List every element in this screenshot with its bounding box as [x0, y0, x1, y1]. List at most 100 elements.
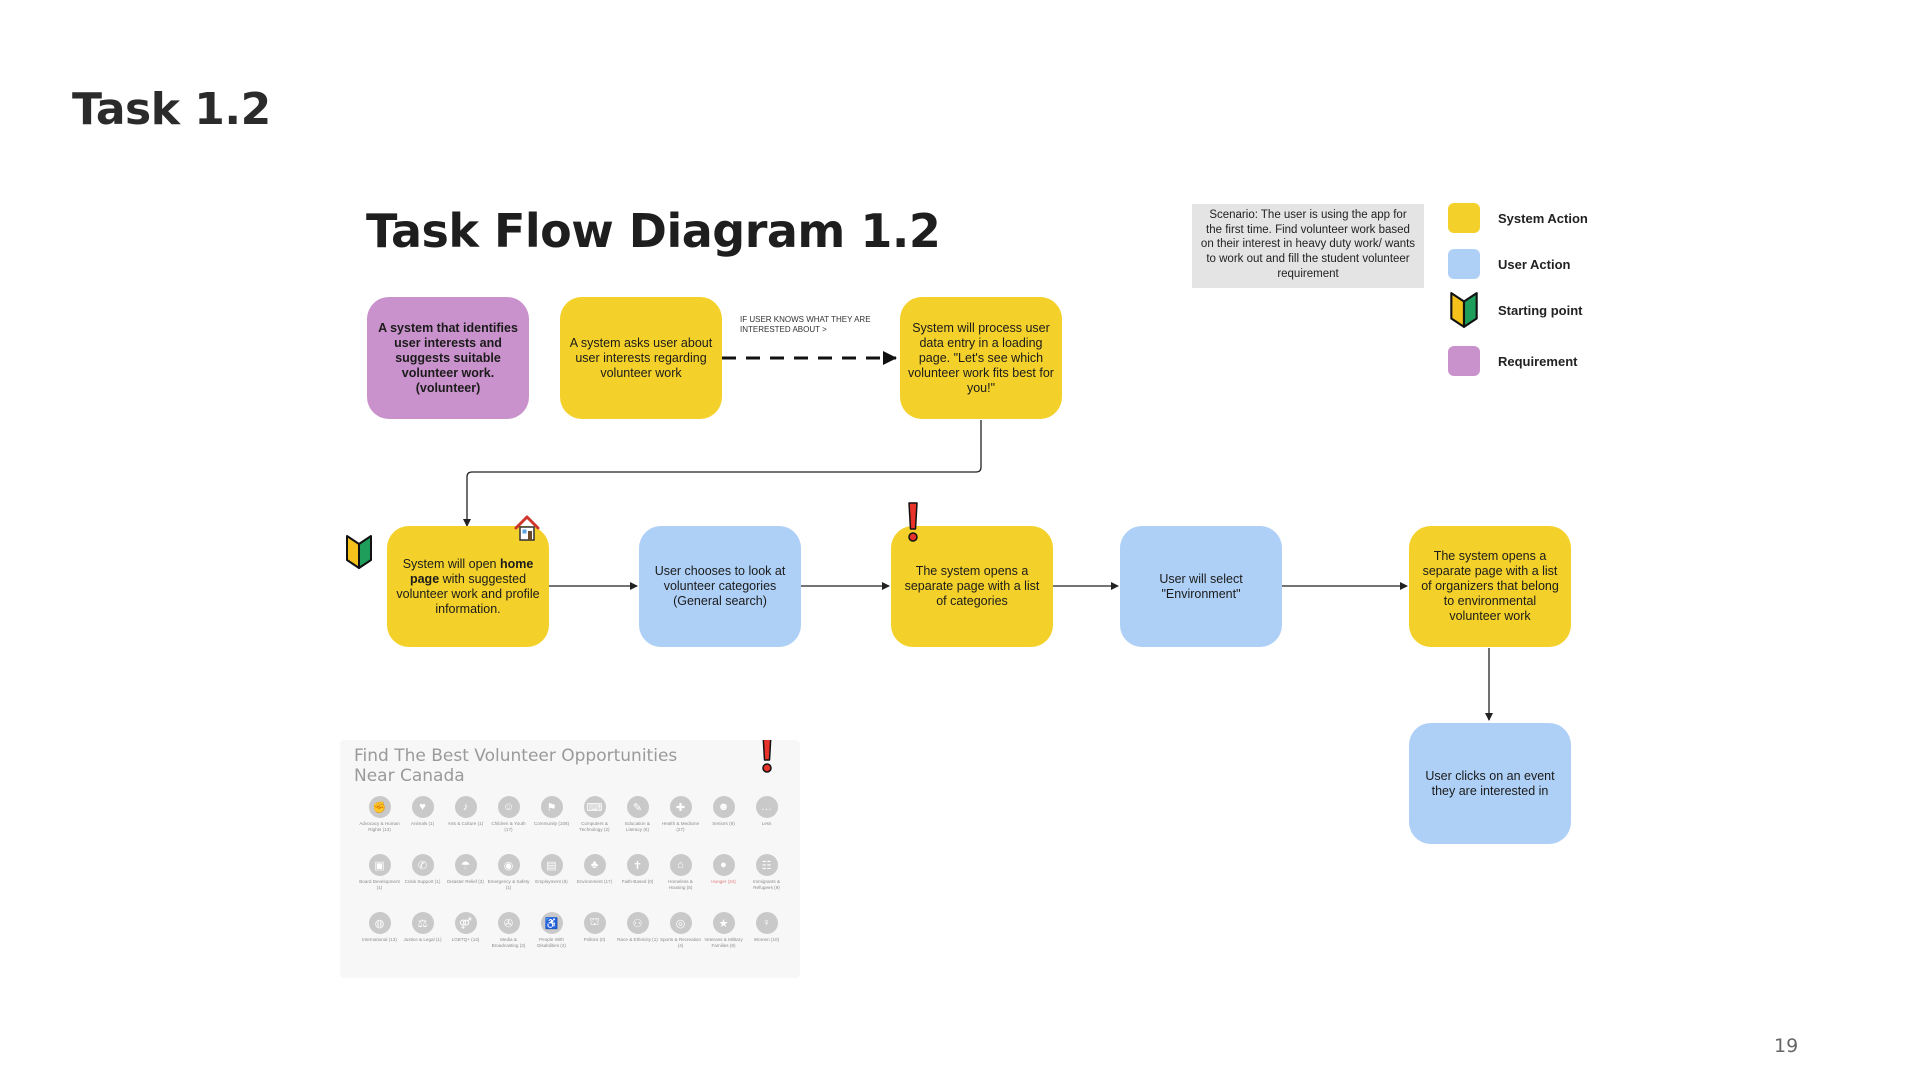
category-tile: ✆Crisis Support (1): [401, 854, 444, 912]
category-label: Media & Broadcasting (3): [491, 937, 526, 948]
category-icon: ✇: [497, 912, 520, 934]
organizers-page-node: The system opens a separate page with a …: [1409, 526, 1571, 647]
click-event-text: User clicks on an event they are interes…: [1425, 768, 1555, 798]
category-tile: ♣Environment (17): [573, 854, 616, 912]
category-tile: ☂ Disaster Relief (3): [444, 854, 487, 912]
category-icon: ♥: [411, 796, 434, 818]
category-tile: ♪Arts & Culture (1): [444, 796, 487, 854]
categories-page-node: The system opens a separate page with a …: [891, 526, 1053, 647]
category-tile: ☻ Seniors (8): [702, 796, 745, 854]
category-tile: ★ Veterans & Military Families (9): [702, 912, 745, 970]
screenshot-title: Find The Best Volunteer Opportunities Ne…: [354, 746, 678, 787]
category-tile: ⚤LGBTQ+ (14): [444, 912, 487, 970]
category-label: People With Disabilities (2): [537, 937, 566, 948]
exclamation-icon: [908, 502, 918, 542]
category-icon: ⌨: [583, 796, 606, 818]
category-label: Less: [761, 821, 772, 826]
category-icon: …: [755, 796, 778, 818]
category-icon: ◎: [669, 912, 692, 934]
legend-label: Starting point: [1498, 302, 1583, 318]
scenario-box: Scenario: The user is using the app for …: [1192, 204, 1424, 288]
category-icon: ▣: [368, 854, 391, 876]
legend-starting-point: Starting point: [1448, 291, 1583, 329]
category-label: Education & Literacy (6): [625, 821, 650, 832]
category-label: Advocacy & Human Rights (13): [359, 821, 400, 832]
category-icon: ♿: [540, 912, 563, 934]
house-icon: [514, 515, 540, 541]
category-label: Computers & Technology (2): [579, 821, 610, 832]
category-tile: ⛫Politics (0): [573, 912, 616, 970]
category-label: Veterans & Military Families (9): [704, 937, 743, 948]
category-icon: ◍: [368, 912, 391, 934]
legend-label: Requirement: [1498, 353, 1578, 369]
category-grid: ✊Advocacy & Human Rights (13)♥Animals (1…: [358, 796, 798, 970]
category-icon: ☂: [454, 854, 477, 876]
select-environment-text: User will select "Environment": [1159, 571, 1243, 601]
category-label: Immigrants & Refugees (9): [752, 879, 781, 890]
category-tile: ▣Board Development (1): [358, 854, 401, 912]
choose-categories-text: User chooses to look at volunteer catego…: [654, 564, 786, 608]
category-tile: ♀Women (10): [745, 912, 788, 970]
category-label: Faith-Based (0): [621, 879, 654, 884]
category-icon: ▤: [540, 854, 563, 876]
category-label: Sports & Recreation (4): [659, 937, 702, 948]
category-label: Disaster Relief (3): [447, 879, 484, 884]
category-icon: ♣: [583, 854, 606, 876]
category-label: Homeless & Housing (8): [668, 879, 693, 890]
legend-label: System Action: [1498, 210, 1588, 226]
ask-interests-text: A system asks user about user interests …: [569, 335, 713, 380]
process-data-text: System will process user data entry in a…: [908, 320, 1054, 395]
category-tile: ♿ People With Disabilities (2): [530, 912, 573, 970]
category-tile: ✊Advocacy & Human Rights (13): [358, 796, 401, 854]
category-tile: … Less: [745, 796, 788, 854]
category-tile: ♥Animals (1): [401, 796, 444, 854]
choose-categories-node: User chooses to look at volunteer catego…: [639, 526, 801, 647]
legend-system-action: System Action: [1448, 203, 1588, 233]
categories-screenshot: Find The Best Volunteer Opportunities Ne…: [340, 740, 800, 978]
category-tile: ◍ International (13): [358, 912, 401, 970]
category-label: Emergency & Safety (1): [487, 879, 530, 890]
category-tile: ☷Immigrants & Refugees (9): [745, 854, 788, 912]
category-icon: ☻: [712, 796, 735, 818]
category-icon: ☺: [497, 796, 520, 818]
category-tile: ▤ Employment (6): [530, 854, 573, 912]
category-icon: ⛫: [583, 912, 606, 934]
page-number: 19: [1774, 1035, 1799, 1057]
category-tile: ⌂ Homeless & Housing (8): [659, 854, 702, 912]
legend-label: User Action: [1498, 256, 1571, 272]
category-tile: ☺ Children & Youth (17): [487, 796, 530, 854]
category-label: Justice & Legal (1): [403, 937, 442, 942]
category-label: Seniors (8): [712, 821, 735, 826]
category-tile: ◉Emergency & Safety (1): [487, 854, 530, 912]
legend-user-action: User Action: [1448, 249, 1570, 279]
category-label: Employment (6): [535, 879, 568, 884]
home-page-text: System will open home page with suggeste…: [396, 556, 540, 616]
process-data-node: System will process user data entry in a…: [900, 297, 1062, 419]
category-tile: ✎ Education & Literacy (6): [616, 796, 659, 854]
category-icon: ★: [712, 912, 735, 934]
category-tile: ⚖Justice & Legal (1): [401, 912, 444, 970]
legend-swatch-user: [1448, 249, 1480, 279]
category-label: International (13): [362, 937, 397, 942]
slide-title: Task 1.2: [72, 84, 271, 135]
category-label: Health & Medicine (27): [661, 821, 700, 832]
category-label: Children & Youth (17): [491, 821, 526, 832]
click-event-node: User clicks on an event they are interes…: [1409, 723, 1571, 844]
category-icon: ♪: [454, 796, 477, 818]
category-icon: ✝: [626, 854, 649, 876]
categories-page-text: The system opens a separate page with a …: [904, 564, 1040, 608]
organizers-page-text: The system opens a separate page with a …: [1421, 549, 1559, 623]
edge-condition-note: IF USER KNOWS WHAT THEY ARE INTERESTED A…: [740, 315, 871, 335]
category-label: Women (10): [753, 937, 780, 942]
category-label: Race & Ethnicity (1): [617, 937, 658, 942]
category-icon: ⌂: [669, 854, 692, 876]
ask-interests-node: A system asks user about user interests …: [560, 297, 722, 419]
category-tile: ⚑Community (108): [530, 796, 573, 854]
starting-point-icon: [346, 535, 372, 569]
category-label: Hunger (24): [711, 879, 736, 884]
category-label: Community (108): [533, 821, 570, 826]
legend-swatch-requirement: [1448, 346, 1480, 376]
category-tile: ●Hunger (24): [702, 854, 745, 912]
category-tile: ⌨ Computers & Technology (2): [573, 796, 616, 854]
category-icon: ✎: [626, 796, 649, 818]
